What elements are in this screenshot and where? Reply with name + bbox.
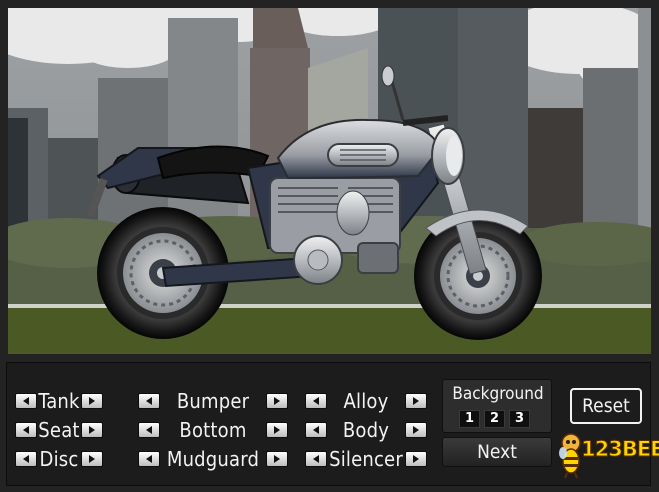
arrow-left-icon bbox=[313, 397, 319, 405]
brand-logo[interactable]: 123BEE bbox=[559, 431, 659, 479]
mudguard-next-button[interactable] bbox=[266, 451, 288, 467]
bottom-next-button[interactable] bbox=[266, 422, 288, 438]
curb-line bbox=[8, 304, 651, 308]
front-mudguard bbox=[425, 209, 529, 237]
scene-drawing bbox=[8, 8, 651, 354]
disc-next-button[interactable] bbox=[81, 451, 103, 467]
bumper-label: Bumper bbox=[176, 389, 250, 413]
disc-label: Disc bbox=[39, 447, 79, 471]
arrow-left-icon bbox=[23, 455, 29, 463]
bumper-next-button[interactable] bbox=[266, 393, 288, 409]
bottom-label: Bottom bbox=[179, 418, 247, 442]
arrow-right-icon bbox=[89, 426, 95, 434]
mudguard-control: Mudguard bbox=[138, 447, 288, 471]
handlebar bbox=[402, 115, 449, 126]
background-option-3[interactable]: 3 bbox=[509, 410, 530, 428]
arrow-right-icon bbox=[89, 397, 95, 405]
disc-control: Disc bbox=[15, 447, 103, 471]
alloy-next-button[interactable] bbox=[405, 393, 427, 409]
silencer-next-button[interactable] bbox=[405, 451, 427, 467]
bottom-control: Bottom bbox=[138, 418, 288, 442]
silencer-label: Silencer bbox=[329, 447, 403, 471]
bee-mascot-icon bbox=[559, 433, 581, 479]
background-selector: Background 1 2 3 bbox=[442, 379, 552, 433]
arrow-left-icon bbox=[313, 455, 319, 463]
arrow-left-icon bbox=[23, 426, 29, 434]
customization-panel: Tank Seat Disc Bumper Bottom Mudguard bbox=[6, 362, 659, 486]
arrow-right-icon bbox=[274, 455, 280, 463]
body-next-button[interactable] bbox=[405, 422, 427, 438]
reset-button[interactable]: Reset bbox=[570, 388, 642, 424]
mudguard-label: Mudguard bbox=[166, 447, 260, 471]
motorcycle-scene bbox=[8, 8, 651, 354]
background-option-2[interactable]: 2 bbox=[484, 410, 505, 428]
grass bbox=[8, 308, 651, 354]
mirror bbox=[381, 65, 395, 87]
bottom-prev-button[interactable] bbox=[138, 422, 160, 438]
motorcycle bbox=[86, 65, 542, 340]
arrow-left-icon bbox=[313, 426, 319, 434]
tank-prev-button[interactable] bbox=[15, 393, 37, 409]
tank-next-button[interactable] bbox=[81, 393, 103, 409]
tank-label: Tank bbox=[38, 389, 80, 413]
arrow-right-icon bbox=[413, 455, 419, 463]
arrow-left-icon bbox=[23, 397, 29, 405]
arrow-right-icon bbox=[413, 397, 419, 405]
silencer-control: Silencer bbox=[305, 447, 427, 471]
arrow-right-icon bbox=[89, 455, 95, 463]
silencer-prev-button[interactable] bbox=[305, 451, 327, 467]
alloy-control: Alloy bbox=[305, 389, 427, 413]
arrow-right-icon bbox=[413, 426, 419, 434]
body-label: Body bbox=[342, 418, 390, 442]
seat-prev-button[interactable] bbox=[15, 422, 37, 438]
arrow-left-icon bbox=[146, 397, 152, 405]
arrow-right-icon bbox=[274, 426, 280, 434]
engine bbox=[269, 177, 401, 285]
bumper-control: Bumper bbox=[138, 389, 288, 413]
logo-text: 123BEE bbox=[581, 437, 659, 462]
background-title: Background bbox=[452, 384, 544, 404]
next-button[interactable]: Next bbox=[442, 437, 552, 467]
seat-next-button[interactable] bbox=[81, 422, 103, 438]
arrow-left-icon bbox=[146, 455, 152, 463]
alloy-label: Alloy bbox=[343, 389, 389, 413]
tank-control: Tank bbox=[15, 389, 103, 413]
arrow-left-icon bbox=[146, 426, 152, 434]
bumper-prev-button[interactable] bbox=[138, 393, 160, 409]
mudguard-prev-button[interactable] bbox=[138, 451, 160, 467]
body-prev-button[interactable] bbox=[305, 422, 327, 438]
background-option-1[interactable]: 1 bbox=[459, 410, 480, 428]
arrow-right-icon bbox=[274, 397, 280, 405]
body-control: Body bbox=[305, 418, 427, 442]
seat-control: Seat bbox=[15, 418, 103, 442]
disc-prev-button[interactable] bbox=[15, 451, 37, 467]
seat-label: Seat bbox=[38, 418, 80, 442]
alloy-prev-button[interactable] bbox=[305, 393, 327, 409]
